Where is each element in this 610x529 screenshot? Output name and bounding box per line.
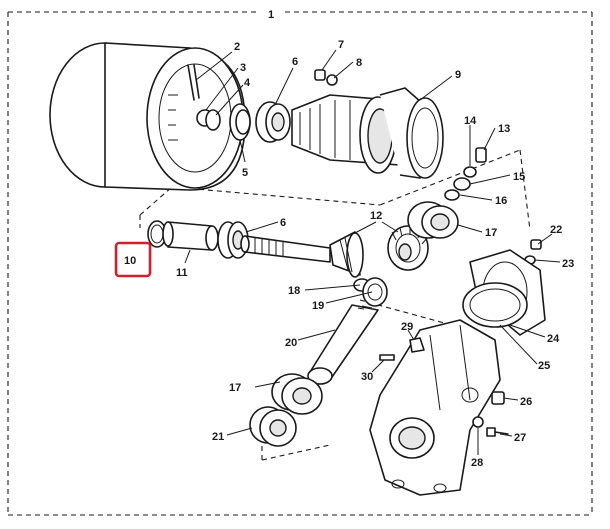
part-gasket-25 — [462, 282, 528, 328]
part-bolt-7 — [314, 69, 326, 81]
part-axle-housing — [291, 87, 444, 179]
callout-12: 12 — [370, 210, 382, 222]
callout-2: 2 — [234, 41, 240, 53]
part-bolt-13 — [475, 147, 487, 163]
callout-11: 11 — [176, 267, 188, 279]
part-bearing-6-upper — [255, 101, 291, 143]
part-bearing-21 — [249, 406, 297, 447]
callout-20: 20 — [285, 337, 297, 349]
header-label: 1 — [268, 9, 274, 21]
part-stud-30 — [379, 354, 395, 361]
callout-22: 22 — [550, 224, 562, 236]
callout-6-upper: 6 — [292, 56, 298, 68]
callout-6-lower: 6 — [280, 217, 286, 229]
callout-15: 15 — [513, 171, 525, 183]
callout-labels: 2 3 4 5 6 6 7 8 9 10 11 12 13 14 15 16 1… — [124, 39, 574, 469]
part-sleeve-11 — [162, 221, 219, 251]
callout-17-upper: 17 — [485, 227, 497, 239]
part-bearing-17-upper — [407, 201, 459, 239]
callout-26: 26 — [520, 396, 532, 408]
part-fitting-29 — [409, 337, 425, 353]
part-bevel-gears-12 — [329, 225, 429, 278]
callout-29: 29 — [401, 321, 413, 333]
part-washer-14 — [463, 166, 477, 178]
callout-13: 13 — [498, 123, 510, 135]
callout-23: 23 — [562, 258, 574, 270]
part-washer-15 — [453, 177, 471, 191]
callout-3: 3 — [240, 62, 246, 74]
callout-21: 21 — [212, 431, 224, 443]
callout-4: 4 — [244, 77, 251, 89]
callout-17-lower: 17 — [229, 382, 241, 394]
callout-28: 28 — [471, 457, 483, 469]
part-seal-bearing-5 — [229, 103, 251, 141]
part-plug-28 — [472, 416, 484, 428]
part-washer-16 — [444, 189, 460, 201]
highlight-box — [114, 241, 152, 278]
callout-5: 5 — [242, 167, 248, 179]
page-frame — [7, 11, 593, 516]
callout-9: 9 — [455, 69, 461, 81]
callout-30: 30 — [361, 371, 373, 383]
leader-lines — [184, 49, 561, 455]
callout-10: 10 — [124, 255, 136, 267]
part-drum-housing — [49, 42, 246, 191]
callout-18: 18 — [288, 285, 300, 297]
part-plug-26 — [491, 391, 505, 405]
callout-16: 16 — [495, 195, 507, 207]
callout-14: 14 — [464, 115, 477, 127]
part-drive-shaft — [240, 235, 331, 263]
part-long-shaft-20 — [307, 304, 379, 385]
callout-27: 27 — [514, 432, 526, 444]
callout-24: 24 — [547, 333, 560, 345]
callout-7: 7 — [338, 39, 344, 51]
callout-8: 8 — [356, 57, 362, 69]
part-gear-19 — [362, 277, 388, 307]
part-bolt-27 — [486, 427, 509, 437]
part-nut-22 — [530, 239, 542, 250]
part-bearing-17-lower — [271, 373, 323, 415]
callout-25: 25 — [538, 360, 550, 372]
part-gearbox-housing — [369, 319, 501, 496]
callout-19: 19 — [312, 300, 324, 312]
